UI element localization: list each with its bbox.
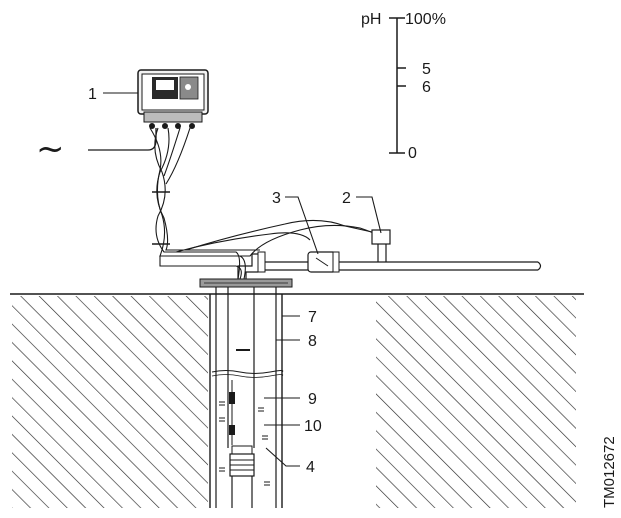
callout-10: 10 <box>304 418 322 435</box>
ph-scale-tick-6-label: 6 <box>422 79 431 96</box>
submersible-pump <box>229 445 255 508</box>
callout-8: 8 <box>308 333 317 350</box>
callout-1: 1 <box>88 86 97 103</box>
ph-scale-top-label: 100% <box>405 11 446 28</box>
well-head-plate <box>199 278 293 288</box>
flow-meter <box>307 251 340 273</box>
callout-9: 9 <box>308 391 317 408</box>
mains-cable <box>88 128 157 151</box>
ph-scale-tick-5-label: 5 <box>422 61 431 78</box>
callout-7: 7 <box>308 309 317 326</box>
callout-2: 2 <box>342 190 351 207</box>
cable-bundle <box>149 127 381 280</box>
water-level <box>211 370 284 378</box>
borehole <box>209 294 283 508</box>
discharge-pipe <box>237 251 542 279</box>
level-electrodes <box>229 380 235 445</box>
callout-3: 3 <box>272 190 281 207</box>
power-symbol: ~ <box>36 129 65 169</box>
ph-scale <box>389 17 406 154</box>
ph-scale-bottom-label: 0 <box>408 145 417 162</box>
water-marks <box>219 401 270 486</box>
ph-scale-title: pH <box>361 11 381 28</box>
callout-leaders <box>103 92 382 467</box>
riser-pipe <box>227 287 255 448</box>
controller-box <box>137 69 209 129</box>
ground-hatching <box>12 296 576 508</box>
callout-4: 4 <box>306 459 315 476</box>
drawing-number: TM012672 <box>601 436 618 508</box>
cable-bundle-ties <box>152 191 170 245</box>
sensor <box>371 229 391 262</box>
